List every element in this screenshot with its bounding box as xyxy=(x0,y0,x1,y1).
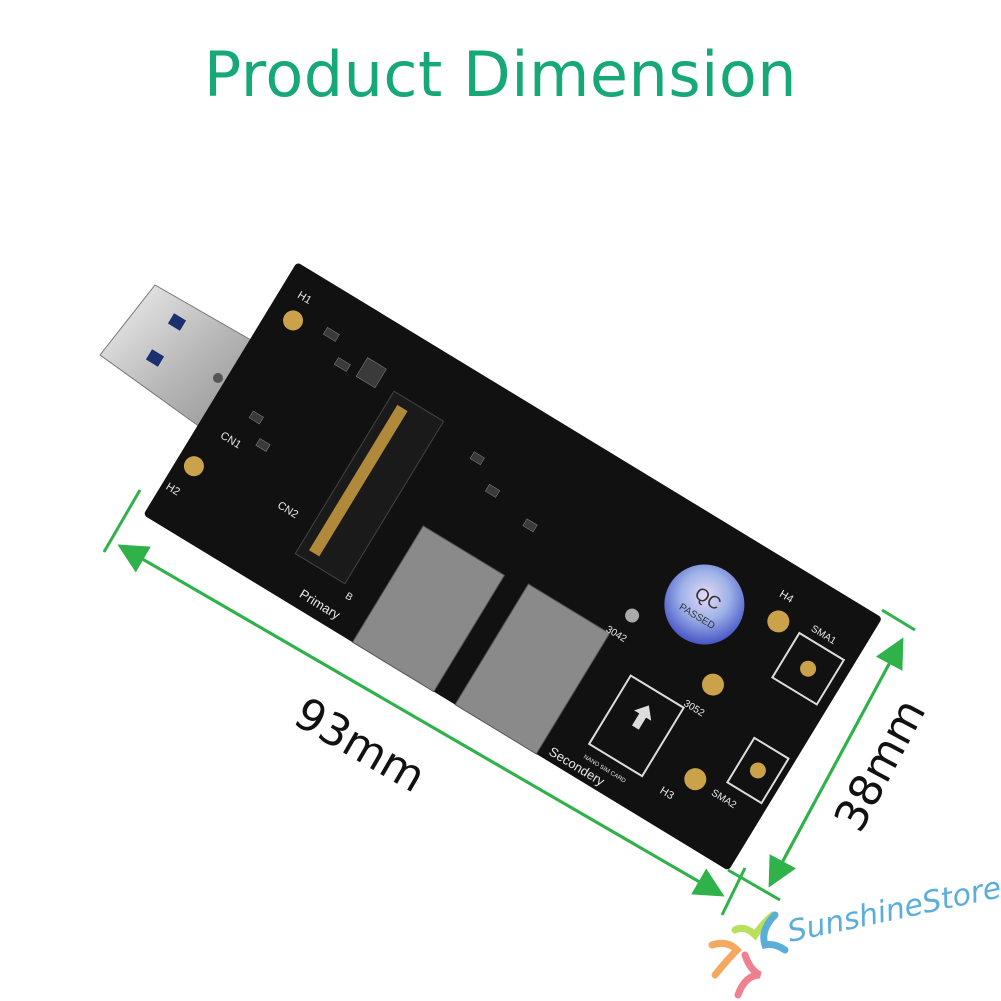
mounting-hole-h4 xyxy=(763,606,794,637)
sma1-center-pad xyxy=(800,660,817,677)
standoff-3042 xyxy=(621,604,644,627)
usb-contact-window xyxy=(145,349,165,367)
board-outline xyxy=(144,263,881,870)
usb-contact-window xyxy=(167,313,187,331)
length-arrow-back xyxy=(117,544,723,897)
mounting-hole-3052 xyxy=(697,669,728,700)
m2-pins xyxy=(309,404,408,557)
sim-slot-secondary xyxy=(454,583,611,755)
sim-slot-primary xyxy=(351,525,506,693)
mounting-hole-h2 xyxy=(179,452,208,481)
mounting-hole-h3 xyxy=(680,764,711,795)
brand-text: SunshineStores xyxy=(784,867,1001,950)
sma1-pad xyxy=(770,631,846,706)
nano-sim-outline xyxy=(587,674,686,778)
pcb-board: QC PASSED H1 H2 H3 H4 CN1 CN2 B Primary … xyxy=(144,263,881,870)
page-title: Product Dimension xyxy=(203,38,798,111)
extension-line-left xyxy=(102,489,142,553)
extension-line-top xyxy=(881,608,916,632)
arrow-up-icon xyxy=(631,705,652,730)
width-label: 38mm xyxy=(825,691,937,840)
m2-slot xyxy=(294,390,445,585)
width-arrow-back xyxy=(768,639,904,888)
dimension-lines xyxy=(102,489,916,916)
extension-line-bottom xyxy=(727,868,781,902)
sma2-pad xyxy=(725,736,790,805)
sma2-center-pad xyxy=(749,762,766,779)
extension-line-right xyxy=(720,867,747,916)
mounting-hole-h1 xyxy=(279,306,308,335)
qc-passed-sticker xyxy=(664,564,745,645)
people-logo-icon xyxy=(708,911,789,999)
label-b: B xyxy=(343,591,355,604)
usb-rivet xyxy=(213,373,223,383)
length-label: 93mm xyxy=(286,688,434,803)
